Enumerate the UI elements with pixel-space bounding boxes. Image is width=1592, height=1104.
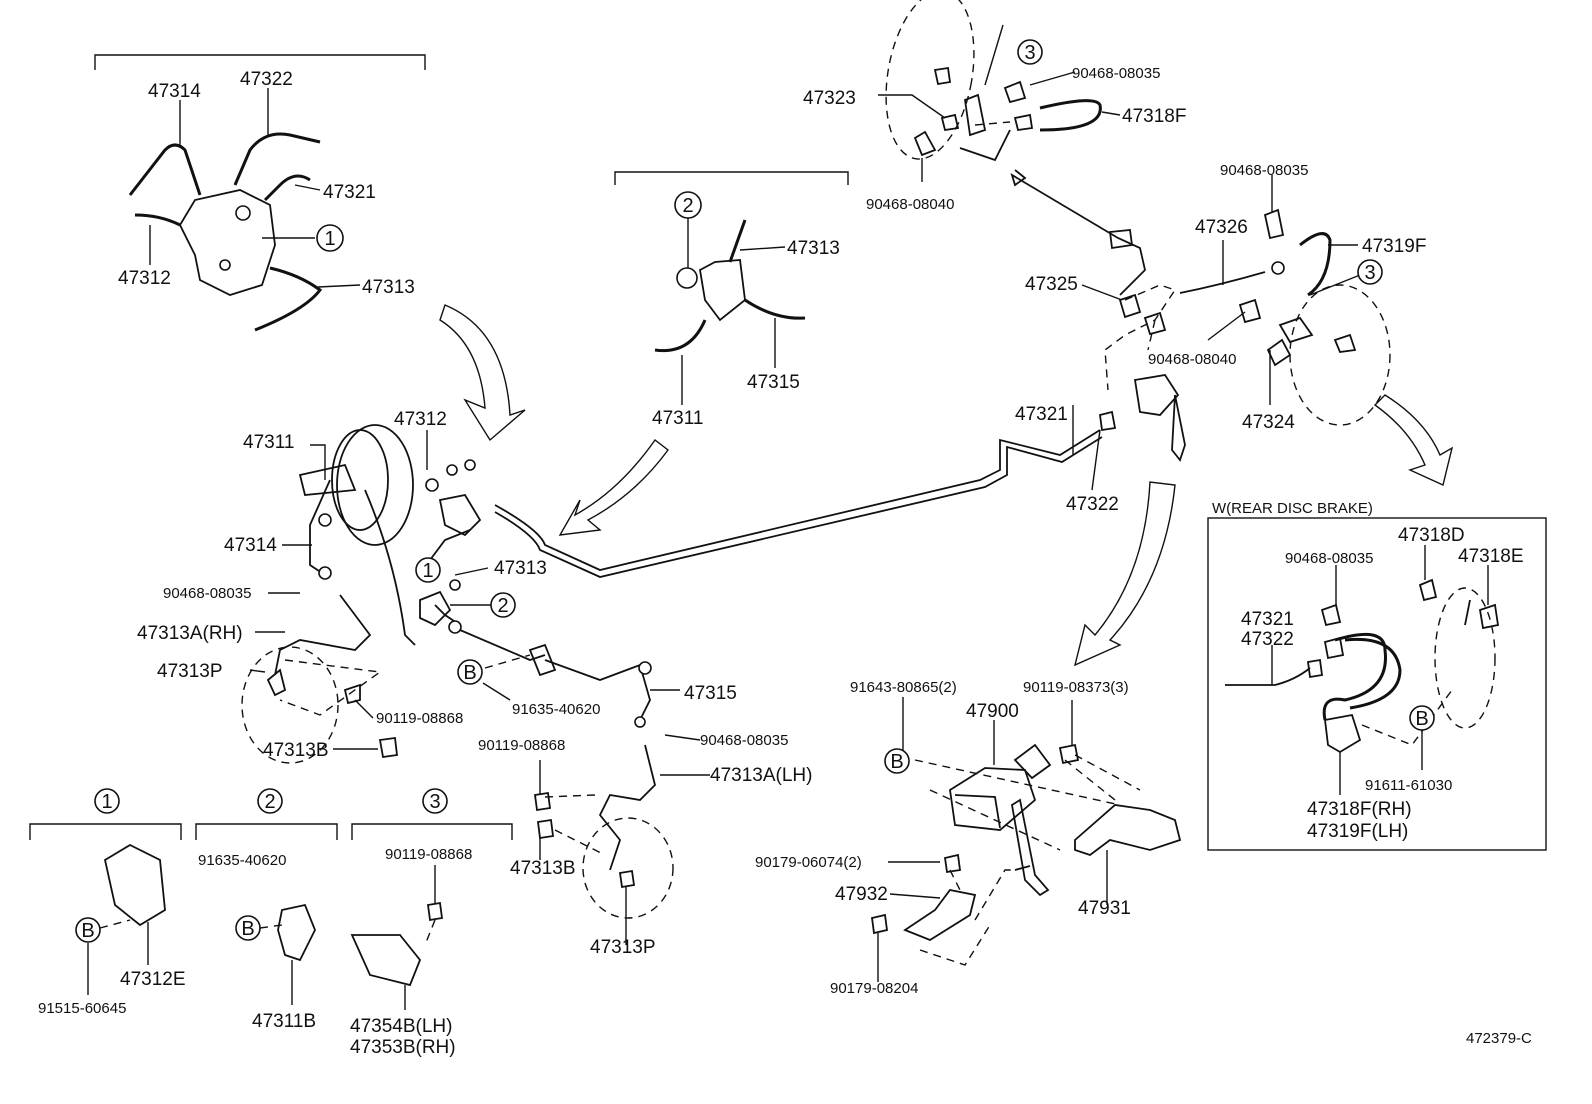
top-left-assembly: 47314 47322 47321 47312 47313 1	[94, 54, 426, 332]
label-47900: 47900	[966, 701, 1019, 722]
label-47313A-LH: 47313A(LH)	[710, 765, 812, 786]
rear-disc-b	[1409, 705, 1435, 731]
label-47323: 47323	[803, 88, 856, 109]
label-90119-08868-m: 90119-08868	[376, 710, 463, 727]
label-90179-08204: 90179-08204	[830, 980, 918, 997]
label-91643-80865: 91643-80865(2)	[850, 679, 957, 696]
detail-2-callout: 2	[264, 791, 275, 813]
label-47312E: 47312E	[120, 969, 186, 990]
callout-1-middle	[415, 557, 441, 583]
callout-3-right-text: 3	[1364, 262, 1375, 284]
callout-b-middle-text: B	[463, 662, 476, 684]
detail-3-callout: 3	[429, 791, 440, 813]
detail-1: 1 B 91515-60645 47312E	[29, 788, 186, 1017]
label-90468-08035-m: 90468-08035	[163, 585, 251, 602]
label-91635-40620-m: 91635-40620	[512, 701, 600, 718]
label-47322-rd: 47322	[1241, 629, 1294, 650]
label-47354B: 47354B(LH)	[350, 1016, 452, 1037]
label-47321-rd: 47321	[1241, 609, 1294, 630]
callout-3-right	[1357, 259, 1383, 285]
label-47311B: 47311B	[252, 1011, 316, 1032]
label-47313-m: 47313	[494, 558, 547, 579]
rear-disc-b-text: B	[1415, 708, 1428, 730]
label-47324: 47324	[1242, 412, 1295, 433]
label-91611-61030: 91611-61030	[1365, 777, 1452, 794]
detail-3: 3 90119-08868 47354B(LH) 47353B(RH)	[350, 788, 513, 1058]
rear-disc-title: W(REAR DISC BRAKE)	[1212, 500, 1373, 517]
bottom-b	[884, 748, 910, 774]
arrow-right-2	[1073, 481, 1176, 667]
label-47314: 47314	[148, 81, 201, 102]
label-90468-08040-tr2: 90468-08040	[1148, 351, 1236, 368]
diagram-id: 472379-C	[1466, 1030, 1532, 1047]
label-47353B: 47353B(RH)	[350, 1037, 456, 1058]
detail-1-callout: 1	[101, 791, 112, 813]
label-47318E: 47318E	[1458, 546, 1524, 567]
top-center-assembly: 2 47313 47315 47311	[614, 171, 849, 429]
arrow-tc	[558, 438, 669, 536]
label-47318F-tr: 47318F	[1122, 106, 1186, 127]
label-47319F: 47319F	[1362, 236, 1426, 257]
label-90179-06074: 90179-06074(2)	[755, 854, 862, 871]
label-47318D: 47318D	[1398, 525, 1465, 546]
callout-2	[674, 191, 702, 219]
label-47311-tc: 47311	[652, 408, 703, 429]
callout-3-top	[1017, 39, 1043, 65]
label-90468-08040-tr: 90468-08040	[866, 196, 954, 213]
label-47319F-LH: 47319F(LH)	[1307, 821, 1408, 842]
label-47325: 47325	[1025, 274, 1078, 295]
label-90468-08035-m2: 90468-08035	[700, 732, 788, 749]
label-91635-40620-b: 91635-40620	[198, 852, 286, 869]
label-47313P-m: 47313P	[157, 661, 223, 682]
callout-2-text: 2	[682, 195, 693, 217]
label-90119-08373: 90119-08373(3)	[1023, 679, 1129, 696]
bottom-b-text: B	[890, 751, 903, 773]
label-47312: 47312	[118, 268, 171, 289]
label-47315-tc: 47315	[747, 372, 800, 393]
bottom-center-assembly: B 91643-80865(2) 47900 90119-08373(3) 90…	[755, 679, 1182, 997]
label-47313B-m: 47313B	[263, 740, 329, 761]
label-47313A-RH: 47313A(RH)	[137, 623, 243, 644]
callout-1	[316, 224, 344, 252]
label-90468-08035-tr2: 90468-08035	[1220, 162, 1308, 179]
callout-b-middle	[457, 659, 483, 685]
label-91515-60645: 91515-60645	[38, 1000, 126, 1017]
detail-1-b: B	[81, 920, 94, 942]
label-47932: 47932	[835, 884, 888, 905]
label-47313P-m2: 47313P	[590, 937, 656, 958]
rear-disc-brake-box: W(REAR DISC BRAKE) B 47318D 47318E 90468…	[1207, 500, 1547, 851]
label-47322: 47322	[240, 69, 293, 90]
label-90119-08868-m2: 90119-08868	[478, 737, 565, 754]
label-47315-m: 47315	[684, 683, 737, 704]
label-47313B-m2: 47313B	[510, 858, 576, 879]
label-47326: 47326	[1195, 217, 1248, 238]
top-right-assembly: 3 47323 90468-08035 47318F 90468-08040	[803, 0, 1426, 515]
label-47313-tc: 47313	[787, 238, 840, 259]
label-47322-tr: 47322	[1066, 494, 1119, 515]
lh-hose-assembly: 90119-08868 47313A(LH) 47313B 47313P	[478, 737, 812, 958]
label-90119-08868-b: 90119-08868	[385, 846, 472, 863]
label-47311-m: 47311	[243, 432, 294, 453]
label-47314-m: 47314	[224, 535, 277, 556]
callout-1-text: 1	[324, 228, 335, 250]
label-47321: 47321	[323, 182, 376, 203]
callout-2-middle	[490, 592, 516, 618]
label-90468-08035-rd: 90468-08035	[1285, 550, 1373, 567]
arrow-right-1	[1373, 394, 1454, 486]
label-90468-08035-tr: 90468-08035	[1072, 65, 1160, 82]
label-47321-tr: 47321	[1015, 404, 1068, 425]
callout-2-middle-text: 2	[497, 595, 508, 617]
callout-3-top-text: 3	[1024, 42, 1035, 64]
label-47931: 47931	[1078, 898, 1131, 919]
label-47313: 47313	[362, 277, 415, 298]
arrow-tl	[439, 304, 526, 442]
detail-2-b: B	[241, 918, 254, 940]
label-47318F-RH: 47318F(RH)	[1307, 799, 1412, 820]
detail-2: 2 B 91635-40620 47311B	[195, 788, 338, 1032]
label-47312-m: 47312	[394, 409, 447, 430]
callout-1-middle-text: 1	[422, 560, 433, 582]
middle-main-assembly: 1 2 B 47311 47312 47314 47313 90468-0803…	[137, 409, 1103, 764]
